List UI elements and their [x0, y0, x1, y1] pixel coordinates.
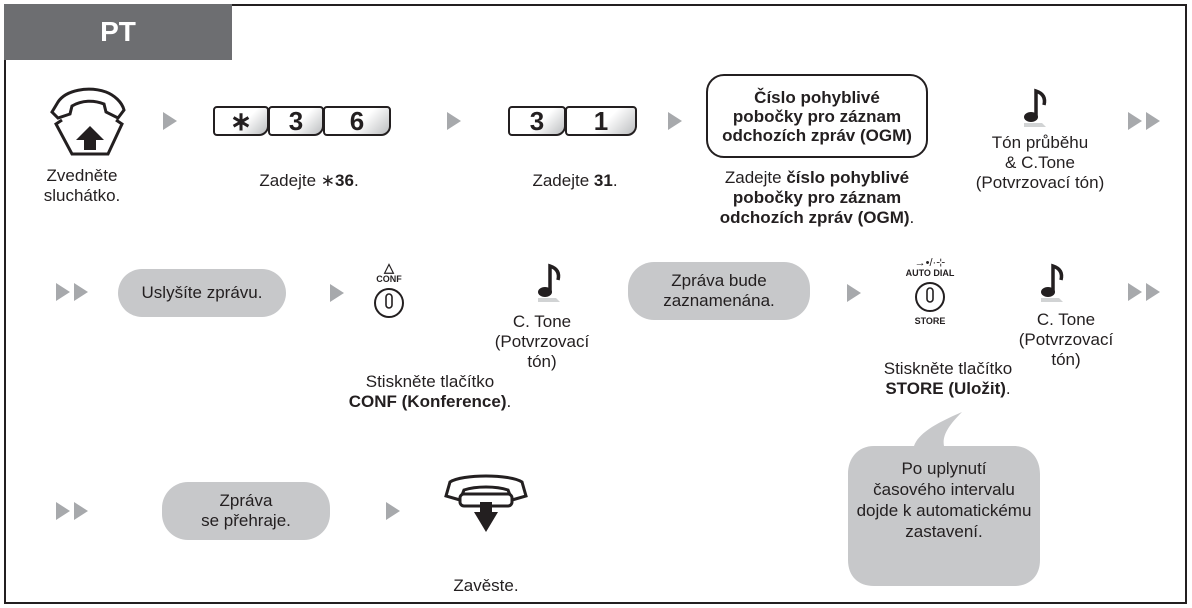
arrow-4 — [330, 284, 344, 302]
music-note-icon — [1041, 263, 1064, 302]
key-6: 6 — [323, 106, 391, 136]
diagram-frame — [4, 4, 1187, 604]
double-arrow-row1 — [1128, 112, 1166, 130]
conf-button-icon: △ CONF — [369, 261, 409, 320]
arrow-5 — [847, 284, 861, 302]
key-1: 1 — [565, 106, 637, 136]
callout-text: Po uplynutí časového intervalu dojde k a… — [856, 459, 1032, 541]
tone1-label: Tón průběhu& C.Tone(Potvrzovací tón) — [975, 133, 1105, 192]
conf-instruction: Stiskněte tlačítko CONF (Konference). — [348, 372, 512, 411]
step2-label: Zadejte ∗36. — [259, 171, 359, 190]
key-3-second: 3 — [508, 106, 566, 136]
double-arrow-row3 — [56, 502, 94, 520]
callout-shape — [848, 412, 1040, 586]
bubble-hear-message: Uslyšíte zprávu. — [118, 269, 286, 317]
handset-hangup-icon — [444, 474, 528, 532]
double-arrow-row2-end — [1128, 283, 1166, 301]
arrow-2 — [447, 112, 461, 130]
key-star: ∗ — [213, 106, 269, 136]
arrow-3 — [668, 112, 682, 130]
store-instruction: Stiskněte tlačítko STORE (Uložit). — [883, 359, 1013, 398]
music-note-icon — [538, 263, 561, 302]
double-arrow-row2-start — [56, 283, 94, 301]
key-3: 3 — [268, 106, 324, 136]
store-button-icon: →•/·⊹ AUTO DIAL STORE — [905, 257, 955, 327]
step3-label: Zadejte 31. — [532, 171, 618, 190]
arrow-1 — [163, 112, 177, 130]
step4-label: Zadejte číslo pohyblivé pobočky pro zázn… — [719, 168, 915, 227]
pt-tab: PT — [4, 4, 232, 60]
music-note-icon — [1024, 88, 1047, 127]
arrow-6 — [386, 502, 400, 520]
hangup-label: Zavěste. — [453, 576, 519, 595]
handset-lift-icon — [50, 87, 126, 156]
